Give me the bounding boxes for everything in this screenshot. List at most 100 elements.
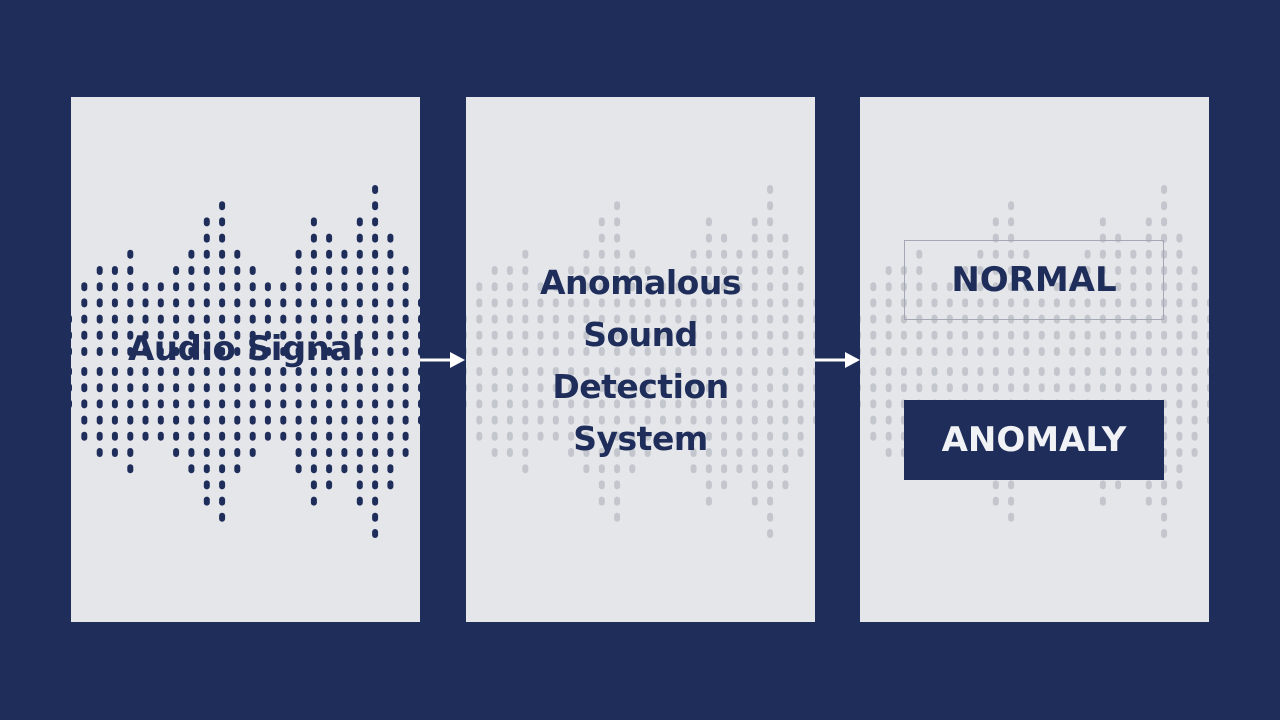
wave-dash [203,448,210,457]
wave-dash [614,480,621,490]
wave-dash [568,347,575,356]
wave-dash [295,464,302,474]
wave-dash [583,399,590,409]
wave-dash [1069,383,1076,393]
wave-dash [1099,347,1106,356]
wave-dash [1069,282,1076,292]
wave-dash [1053,298,1060,308]
wave-dash [387,282,394,292]
wave-dash [644,399,651,409]
wave-dash [885,383,892,393]
wave-dash [295,367,302,376]
wave-dash [1161,367,1168,376]
wave-dash [870,383,877,393]
wave-dash [900,347,907,356]
wave-dash [234,448,241,457]
wave-dash [372,347,379,356]
wave-dash [1161,330,1168,340]
wave-dash [356,383,363,393]
wave-dash [885,298,892,308]
wave-dash [659,330,666,340]
wave-dash [614,383,621,393]
wave-dash [249,367,256,376]
wave-dash [96,431,103,441]
wave-dash [751,298,758,308]
wave-dash [860,347,861,356]
wave-dash [280,347,287,356]
wave-dash [583,415,590,425]
wave-dash [977,383,984,393]
wave-dash [767,266,774,275]
wave-dash [1069,367,1076,376]
wave-dash [614,367,621,376]
wave-dash [736,431,743,441]
wave-dash [466,400,467,408]
wave-dash [1176,314,1183,324]
wave-dash [111,330,118,340]
wave-dash [916,266,923,275]
wave-dash [1069,347,1076,356]
wave-dash [402,367,409,376]
wave-dash [418,314,420,324]
wave-dash [310,217,317,227]
wave-dash [962,383,969,393]
wave-dash [1207,298,1209,308]
arrow-right-icon [815,352,860,368]
wave-dash [659,282,666,292]
system-title-line-3: Detection [552,367,729,406]
wave-dash [568,298,575,308]
wave-dash [310,480,317,490]
wave-dash [466,347,467,356]
wave-dash [219,266,226,275]
wave-dash [992,249,999,259]
wave-dash [552,383,559,393]
wave-dash [295,266,302,275]
wave-dash [522,298,529,308]
wave-dash [598,282,605,292]
wave-dash [736,282,743,292]
wave-dash [173,431,180,441]
wave-dash [280,415,287,425]
wave-dash [751,480,758,490]
wave-dash [96,448,103,457]
wave-dash [476,282,483,292]
wave-dash [1161,383,1168,393]
wave-dash [751,448,758,457]
wave-dash [372,480,379,490]
wave-dash [721,415,728,425]
wave-dash [310,399,317,409]
wave-dash [767,431,774,441]
wave-dash [614,431,621,441]
wave-dash [219,201,226,211]
wave-dash [870,330,877,340]
wave-dash [219,367,226,376]
wave-dash [1130,282,1137,292]
wave-dash [387,415,394,425]
wave-dash [249,448,256,457]
wave-dash [782,399,789,409]
wave-dash [1161,480,1168,490]
wave-dash [280,367,287,376]
waveform-graphic [71,185,420,538]
wave-dash [644,314,651,324]
wave-dash [111,448,118,457]
wave-dash [860,400,861,408]
wave-dash [203,496,210,506]
wave-dash [188,347,195,356]
wave-dash [583,464,590,474]
wave-dash [568,448,575,457]
wave-dash [568,314,575,324]
wave-dash [931,298,938,308]
wave-dash [1008,330,1015,340]
wave-dash [356,431,363,441]
wave-dash [1161,496,1168,506]
wave-dash [295,282,302,292]
wave-dash [782,464,789,474]
wave-dash [219,431,226,441]
wave-dash [1145,367,1152,376]
wave-dash [931,330,938,340]
wave-dash [418,383,420,393]
wave-dash [916,298,923,308]
wave-dash [157,415,164,425]
wave-dash [644,415,651,425]
